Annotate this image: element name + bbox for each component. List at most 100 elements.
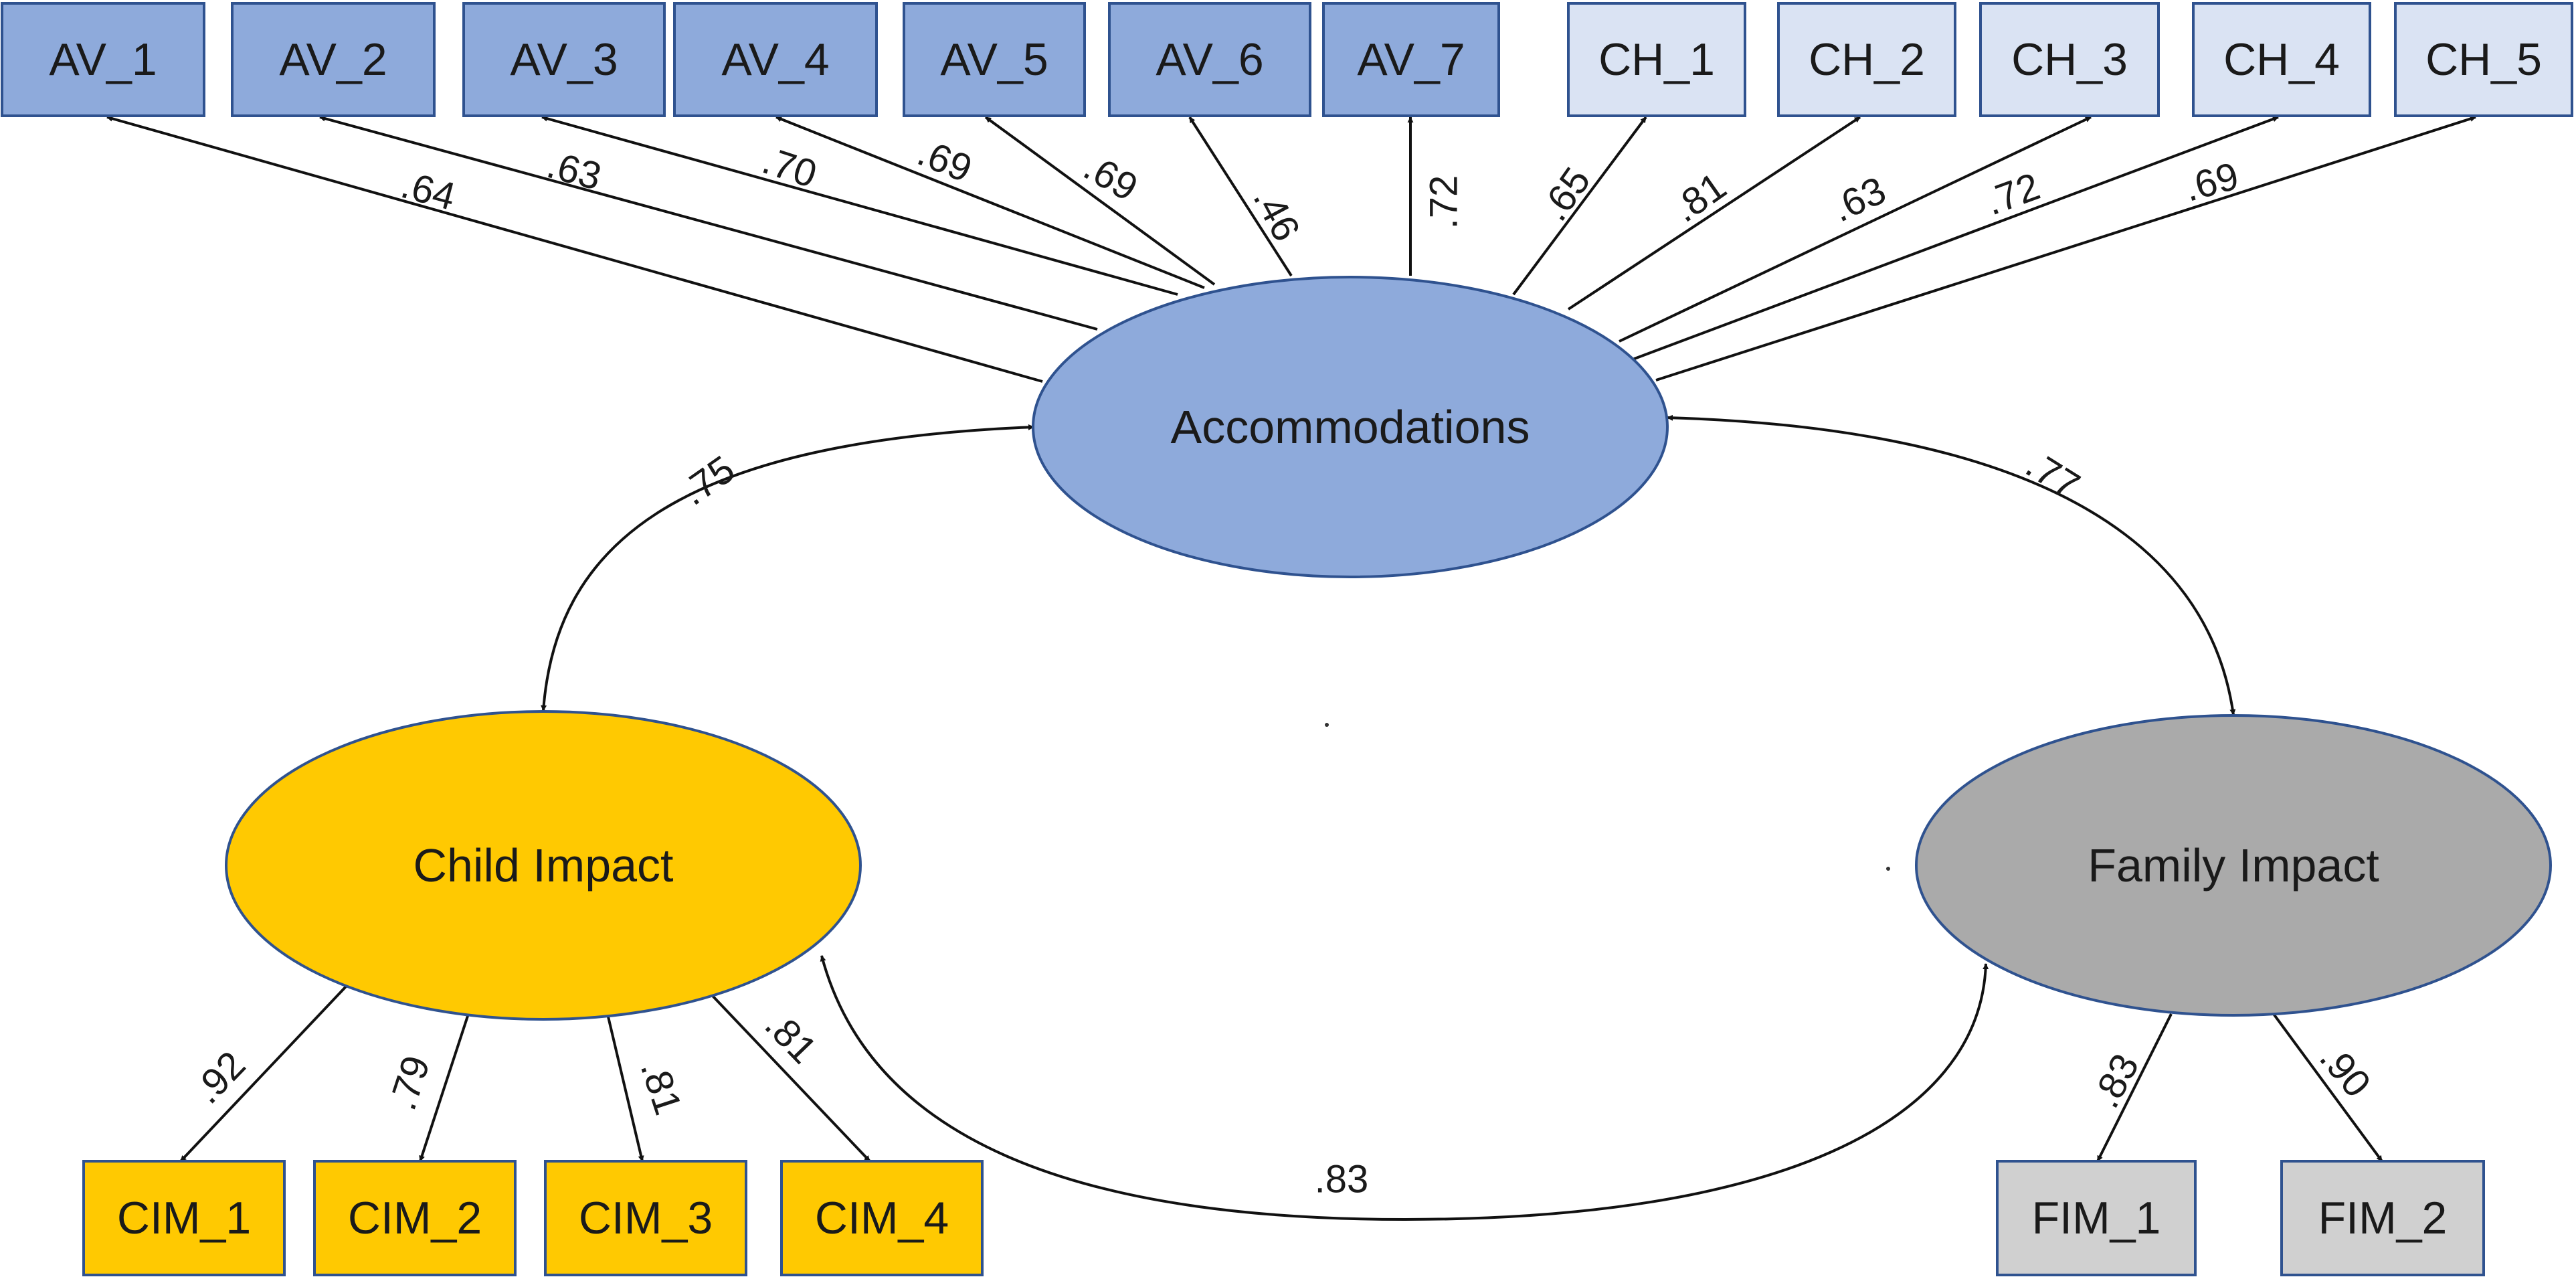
indicator-cim4-box <box>780 1160 984 1276</box>
loading-arrow-av4 <box>775 116 1205 289</box>
indicator-cim3-label: CIM_3 <box>579 1193 713 1244</box>
indicator-ch4: CH_4 <box>2192 2 2371 117</box>
loading-arrow-ch1 <box>1512 116 1647 296</box>
indicator-cim3-box <box>544 1160 747 1276</box>
loading-arrow-ch5 <box>1655 116 2476 381</box>
indicator-av2-box <box>231 2 436 117</box>
indicator-av4-label: AV_4 <box>721 34 829 85</box>
indicator-cim1-box <box>82 1160 286 1276</box>
indicator-av7-label: AV_7 <box>1357 34 1465 85</box>
loading-arrow-ch2 <box>1567 116 1861 311</box>
indicator-av7-box <box>1322 2 1500 117</box>
loading-label-av1: .64 <box>397 163 460 219</box>
indicator-ch1-box <box>1567 2 1746 117</box>
indicator-av6: AV_6 <box>1108 2 1311 117</box>
indicator-av4: AV_4 <box>673 2 878 117</box>
loading-arrow-fim1 <box>2096 1013 2173 1162</box>
indicator-cim2: CIM_2 <box>313 1160 517 1276</box>
indicator-av3-box <box>462 2 666 117</box>
latent-family-impact: Family Impact <box>1915 714 2552 1017</box>
loading-arrow-ch4 <box>1632 116 2279 361</box>
loading-arrow-cim2 <box>419 1013 470 1162</box>
indicator-fim1-label: FIM_1 <box>2032 1193 2161 1244</box>
loading-arrow-av6 <box>1188 116 1293 277</box>
loading-label-ch1: .65 <box>1532 159 1598 228</box>
loading-arrow-fim2 <box>2272 1013 2383 1163</box>
indicator-ch3-label: CH_3 <box>2011 34 2128 85</box>
indicator-av3: AV_3 <box>462 2 666 117</box>
loading-arrow-cim3 <box>606 1013 644 1162</box>
indicator-cim1: CIM_1 <box>82 1160 286 1276</box>
indicator-cim2-label: CIM_2 <box>348 1193 482 1244</box>
indicator-ch1-label: CH_1 <box>1598 34 1715 85</box>
loading-label-cim1: .92 <box>185 1043 254 1112</box>
loading-arrow-cim1 <box>179 985 348 1163</box>
indicator-ch2: CH_2 <box>1777 2 1956 117</box>
indicator-ch4-box <box>2192 2 2371 117</box>
indicator-fim1: FIM_1 <box>1996 1160 2197 1276</box>
latent-family-impact-ellipse <box>1915 714 2552 1017</box>
correlation-label-accommodations-family-impact: .77 <box>2019 442 2088 508</box>
latent-accommodations-label: Accommodations <box>1171 401 1530 453</box>
loading-arrow-av2 <box>319 115 1098 331</box>
indicator-fim2-box <box>2280 1160 2485 1276</box>
indicator-av1: AV_1 <box>1 2 205 117</box>
stray-dot <box>1886 867 1890 871</box>
loading-label-av4: .69 <box>911 131 978 191</box>
stray-dot <box>1325 723 1329 727</box>
loading-arrow-av5 <box>984 116 1216 286</box>
correlation-arrow-child-impact-family-impact <box>820 955 1989 1221</box>
indicator-av3-label: AV_3 <box>510 34 618 85</box>
indicator-fim2-label: FIM_2 <box>2318 1193 2448 1244</box>
indicator-av1-label: AV_1 <box>49 34 157 85</box>
loading-label-ch2: .81 <box>1665 164 1734 230</box>
correlation-arrow-accommodations-family-impact <box>1667 414 2236 715</box>
indicator-av5: AV_5 <box>903 2 1086 117</box>
indicator-fim2: FIM_2 <box>2280 1160 2485 1276</box>
loading-label-av7: .72 <box>1422 175 1466 230</box>
loading-label-cim2: .79 <box>381 1051 439 1116</box>
indicator-ch3-box <box>1979 2 2160 117</box>
indicator-cim4-label: CIM_4 <box>815 1193 949 1244</box>
indicator-av5-label: AV_5 <box>940 34 1048 85</box>
loading-label-ch3: .63 <box>1825 169 1893 231</box>
indicator-av6-label: AV_6 <box>1156 34 1263 85</box>
loading-arrow-ch3 <box>1619 116 2092 343</box>
loading-label-ch4: .72 <box>1980 165 2045 224</box>
correlation-label-child-impact-family-impact: .83 <box>1315 1158 1369 1201</box>
loading-arrow-av1 <box>106 115 1043 383</box>
loading-label-cim4: .81 <box>757 1003 826 1072</box>
indicator-fim1-box <box>1996 1160 2197 1276</box>
latent-accommodations: Accommodations <box>1032 276 1669 578</box>
indicator-cim3: CIM_3 <box>544 1160 747 1276</box>
loading-arrow-cim4 <box>711 995 871 1163</box>
latent-child-impact-label: Child Impact <box>413 839 673 891</box>
indicator-ch1: CH_1 <box>1567 2 1746 117</box>
indicator-cim1-label: CIM_1 <box>117 1193 251 1244</box>
indicator-av6-box <box>1108 2 1311 117</box>
indicator-av5-box <box>903 2 1086 117</box>
correlation-label-accommodations-child-impact: .75 <box>673 447 742 513</box>
indicator-ch5-box <box>2394 2 2573 117</box>
latent-accommodations-ellipse <box>1032 276 1669 578</box>
latent-family-impact-label: Family Impact <box>2088 839 2379 891</box>
indicator-av7: AV_7 <box>1322 2 1500 117</box>
indicator-ch5: CH_5 <box>2394 2 2573 117</box>
latent-child-impact-ellipse <box>225 710 862 1021</box>
indicator-cim2-box <box>313 1160 517 1276</box>
loading-label-fim1: .83 <box>2084 1047 2147 1115</box>
loading-label-av2: .63 <box>543 143 606 199</box>
indicator-av4-box <box>673 2 878 117</box>
loading-label-av3: .70 <box>757 139 822 197</box>
loading-label-ch5: .69 <box>2180 154 2243 210</box>
loading-label-cim3: .81 <box>632 1055 691 1120</box>
loading-arrow-av3 <box>541 115 1178 296</box>
indicator-av1-box <box>1 2 205 117</box>
loading-label-fim2: .90 <box>2311 1036 2379 1106</box>
indicator-av2-label: AV_2 <box>279 34 387 85</box>
indicator-ch5-label: CH_5 <box>2425 34 2542 85</box>
loading-label-av6: .46 <box>1245 180 1308 248</box>
indicator-ch2-box <box>1777 2 1956 117</box>
latent-child-impact: Child Impact <box>225 710 862 1021</box>
